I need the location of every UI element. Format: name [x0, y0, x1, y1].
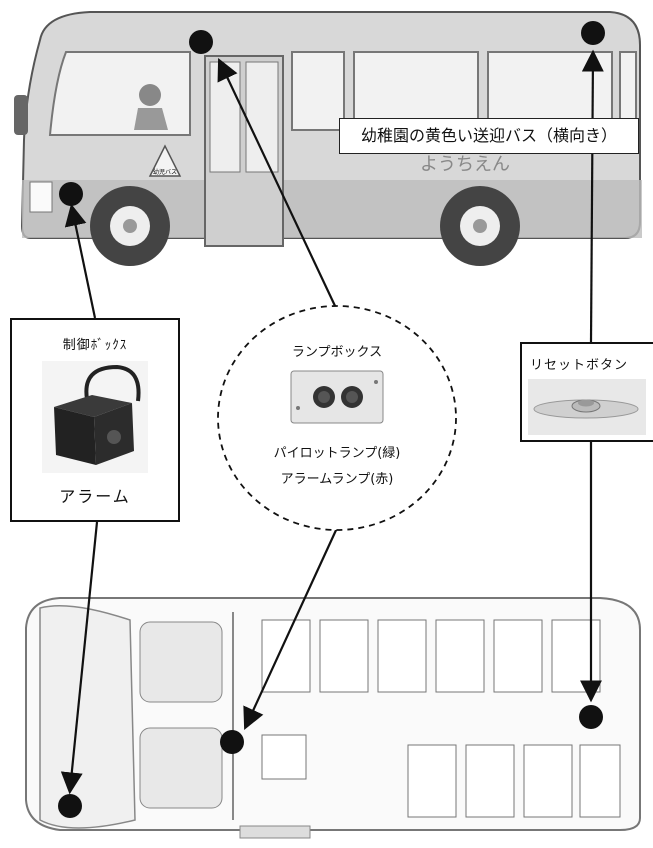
bus-side-view: 幼児バス ようちえん: [14, 11, 642, 266]
control-box-callout: 制御ﾎﾞｯｸｽ アラーム: [10, 318, 180, 522]
lamp-box-title: ランプボックス: [291, 345, 383, 360]
pilot-lamp-label: パイロットランプ(緑): [273, 446, 401, 461]
kindergarten-sign-text: 幼児バス: [153, 168, 177, 176]
location-markers: [58, 21, 605, 818]
marker-front-side: [59, 182, 83, 206]
bus-body-text: ようちえん: [420, 154, 510, 175]
marker-top-rear: [579, 705, 603, 729]
arrow-lampbox-to-bus-door: [217, 58, 337, 309]
arrow-lampbox-to-top-door: [243, 527, 338, 730]
arrow-reset-to-bus-roof-rear: [581, 49, 604, 343]
marker-roof-rear: [581, 21, 605, 45]
control-box-caption: アラーム: [59, 487, 131, 506]
bus-title-label: 幼稚園の黄色い送迎バス（横向き）: [339, 118, 639, 154]
bus-top-view: [25, 597, 641, 839]
marker-door-top: [189, 30, 213, 54]
connector-lines: [60, 49, 604, 795]
lamp-box-photo: [290, 370, 384, 424]
alarm-lamp-label: アラームランプ(赤): [280, 472, 394, 487]
reset-button-photo: [528, 379, 646, 435]
arrow-control-box-to-top-front: [60, 521, 99, 795]
control-box-title: 制御ﾎﾞｯｸｽ: [62, 338, 128, 353]
reset-button-title: リセットボタン: [530, 358, 629, 373]
control-box-photo: [42, 361, 148, 473]
marker-top-door: [220, 730, 244, 754]
reset-button-callout: リセットボタン: [520, 342, 653, 442]
arrow-control-box-to-bus-front: [64, 203, 97, 319]
marker-top-front: [58, 794, 82, 818]
